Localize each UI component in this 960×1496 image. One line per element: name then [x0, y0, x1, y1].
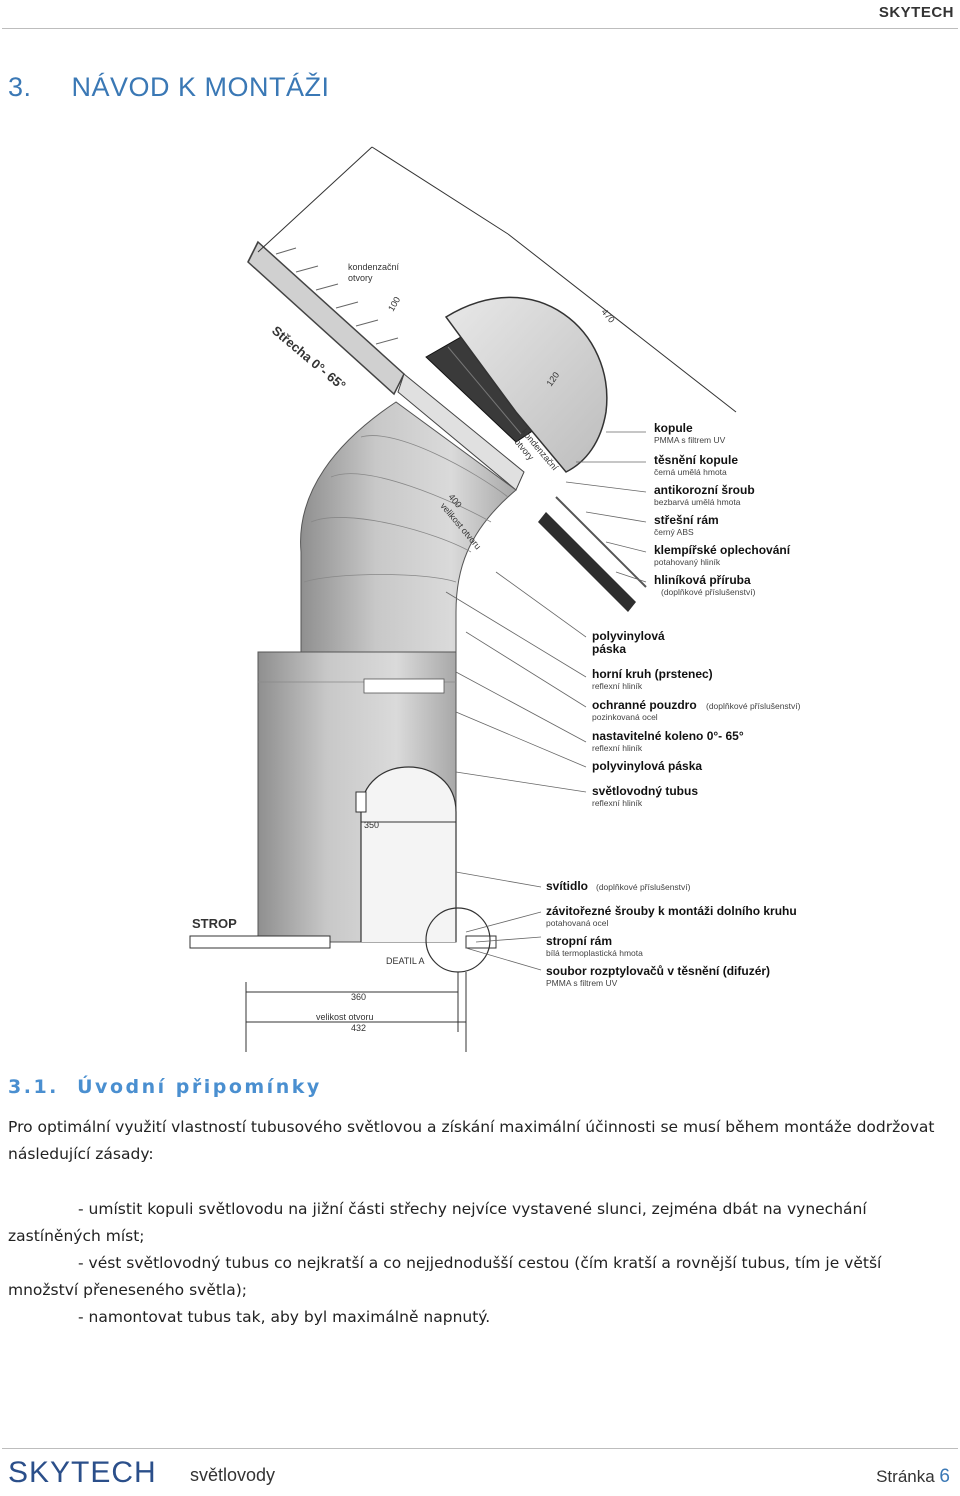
callout-flange-sub: (doplňkové příslušenství): [661, 587, 756, 597]
label-dim-432-1: velikost otvoru: [316, 1012, 374, 1022]
callout-elbow-sub: reflexní hliník: [592, 743, 643, 753]
callout-screw: antikorozní šroub: [654, 483, 755, 497]
label-dim-470: 470: [599, 307, 616, 325]
page-label: Stránka: [876, 1467, 935, 1486]
callout-pvc-tape-1-sub: páska: [592, 642, 626, 656]
subsection-title-text: Úvodní připomínky: [77, 1076, 322, 1098]
aluminium-flange: [538, 496, 647, 612]
callout-sleeve-extra: (doplňkové příslušenství): [706, 701, 801, 711]
page-number: 6: [939, 1466, 950, 1487]
callout-dome-sub: PMMA s filtrem UV: [654, 435, 726, 445]
callout-dome: kopule: [654, 421, 693, 435]
callout-screws-sub: potahovaná ocel: [546, 918, 608, 928]
dome: [444, 296, 608, 473]
callout-ceiling-frame: stropní rám: [546, 934, 612, 948]
label-kondenzacni-top-2: otvory: [348, 273, 373, 283]
bullet-item: - umístit kopuli světlovodu na jižní čás…: [8, 1200, 867, 1245]
subsection-title: 3.1. Úvodní připomínky: [8, 1076, 322, 1098]
label-detail: DEATIL A: [386, 956, 425, 966]
section-title: 3. NÁVOD K MONTÁŽI: [8, 72, 330, 103]
bullet-item: - namontovat tubus tak, aby byl maximáln…: [78, 1308, 491, 1326]
callout-roof-frame: střešní rám: [654, 513, 719, 527]
installation-diagram: kondenzační otvory Střecha 0°- 65° 100 4…: [136, 112, 830, 1052]
callout-dome-seal-sub: černá umělá hmota: [654, 467, 727, 477]
leader-lines: [445, 431, 647, 971]
diagram-svg: kondenzační otvory Střecha 0°- 65° 100 4…: [189, 146, 801, 1052]
luminaire: [355, 766, 457, 942]
callout-sleeve: ochranné pouzdro: [592, 698, 697, 712]
adjustable-elbow: [300, 401, 517, 653]
callout-tube-sub: reflexní hliník: [592, 798, 643, 808]
footer-divider: [2, 1448, 958, 1449]
bullet-item: - vést světlovodný tubus co nejkratší a …: [8, 1254, 882, 1299]
label-dim-350: 350: [364, 820, 379, 830]
component-callouts: kopule PMMA s filtrem UV těsnění kopule …: [546, 421, 801, 988]
callout-pvc-tape-1: polyvinylová: [592, 629, 665, 643]
callout-screws: závitořezné šrouby k montáži dolního kru…: [546, 904, 797, 918]
callout-diffuser-sub: PMMA s filtrem UV: [546, 978, 618, 988]
label-ceiling: STROP: [192, 916, 237, 931]
page-indicator: Stránka 6: [876, 1466, 950, 1488]
footer-subtitle: světlovody: [190, 1465, 276, 1485]
callout-flashing-sub: potahovaný hliník: [654, 557, 721, 567]
callout-sleeve-sub: pozinkovaná ocel: [592, 712, 658, 722]
callout-flashing: klempířské oplechování: [654, 543, 791, 557]
header-brand: SKYTECH: [878, 4, 954, 21]
callout-screw-sub: bezbarvá umělá hmota: [654, 497, 741, 507]
section-number: 3.: [8, 72, 32, 102]
header-divider: [2, 28, 958, 29]
callout-luminaire-extra: (doplňkové příslušenství): [596, 882, 691, 892]
callout-pvc-tape-2: polyvinylová páska: [592, 759, 702, 773]
callout-top-ring: horní kruh (prstenec): [592, 667, 713, 681]
callout-luminaire: svítidlo: [546, 879, 588, 893]
callout-flange: hliníková příruba: [654, 573, 751, 587]
subsection-number: 3.1.: [8, 1076, 59, 1098]
callout-roof-frame-sub: černý ABS: [654, 527, 694, 537]
label-dim-432-2: 432: [351, 1023, 366, 1033]
label-dim-360: 360: [351, 992, 366, 1002]
callout-diffuser: soubor rozptylovačů v těsnění (difuzér): [546, 964, 770, 978]
intro-paragraph: Pro optimální využití vlastností tubusov…: [8, 1118, 935, 1163]
dimension-lines: [245, 146, 737, 1052]
callout-dome-seal: těsnění kopule: [654, 453, 738, 467]
callout-elbow: nastavitelné koleno 0°- 65°: [592, 729, 744, 743]
label-kondenzacni-top-1: kondenzační: [348, 262, 400, 272]
label-dim-100: 100: [386, 295, 402, 313]
callout-ceiling-frame-sub: bílá termoplastická hmota: [546, 948, 643, 958]
roof: [247, 240, 405, 396]
footer-logo: SKYTECH: [8, 1456, 157, 1489]
callout-tube: světlovodný tubus: [592, 784, 698, 798]
section-title-text: NÁVOD K MONTÁŽI: [71, 72, 330, 102]
callout-top-ring-sub: reflexní hliník: [592, 681, 643, 691]
